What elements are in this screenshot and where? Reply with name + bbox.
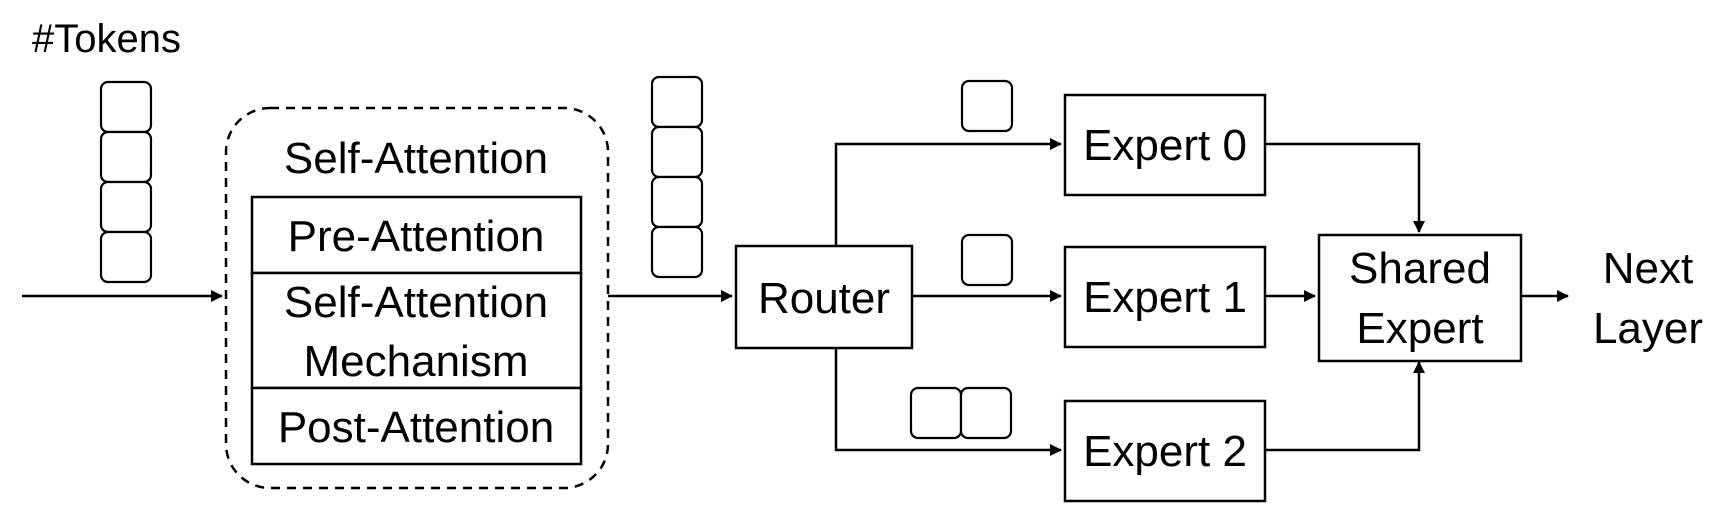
- router-to-expert-2-arrow: [834, 348, 1062, 456]
- token-horizontal: [99, 130, 153, 184]
- shared-expert-box: [1317, 233, 1523, 363]
- token-diagonal-down: [959, 386, 1013, 440]
- mechanism-label-line-1: Self-Attention: [284, 278, 548, 327]
- expert-0-to-shared-arrow: [1265, 142, 1425, 233]
- token-horizontal: [960, 79, 1014, 133]
- expert-2-label: Expert 2: [1083, 427, 1247, 476]
- token-diagonal-up: [960, 233, 1014, 287]
- token-diagonal-down: [99, 230, 153, 284]
- edges: [22, 138, 1569, 456]
- expert-2-to-shared-arrow: [1265, 361, 1425, 452]
- shared-expert-label-line-2: Expert: [1356, 304, 1483, 353]
- post-attention-box: [250, 386, 583, 466]
- expert-0-box: [1063, 93, 1267, 197]
- self-attention-block: Self-Attention Pre-Attention Self-Attent…: [224, 106, 610, 490]
- mechanism-label-line-2: Mechanism: [304, 337, 529, 386]
- expert-2-tokens: [909, 386, 1013, 440]
- token-vertical: [650, 175, 704, 229]
- input-token-stack: [99, 80, 153, 284]
- token-diagonal-up: [650, 75, 704, 129]
- token-diagonal-up: [99, 80, 153, 134]
- pre-attention-box: [250, 195, 583, 275]
- expert-2-box: [1063, 399, 1267, 503]
- routed-token-stack: [650, 75, 704, 279]
- token-horizontal: [650, 125, 704, 179]
- pre-attention-label: Pre-Attention: [288, 212, 545, 261]
- expert-1-tokens: [960, 233, 1014, 287]
- tokens-label: #Tokens: [32, 17, 181, 61]
- expert-0-label: Expert 0: [1083, 121, 1247, 170]
- expert-1-label: Expert 1: [1083, 273, 1247, 322]
- shared-expert-label-line-1: Shared: [1349, 244, 1491, 293]
- router-to-expert-0-arrow: [834, 138, 1062, 246]
- expert-0-tokens: [960, 79, 1014, 133]
- self-attention-title: Self-Attention: [284, 134, 548, 183]
- router-box: [734, 244, 914, 350]
- next-layer-label-line-1: Next: [1603, 244, 1693, 293]
- next-layer-label-line-2: Layer: [1593, 304, 1703, 353]
- token-vertical: [99, 180, 153, 234]
- router-label: Router: [758, 274, 890, 323]
- post-attention-label: Post-Attention: [278, 403, 554, 452]
- expert-1-box: [1063, 245, 1267, 349]
- token-diagonal-down: [650, 225, 704, 279]
- token-vertical: [909, 386, 963, 440]
